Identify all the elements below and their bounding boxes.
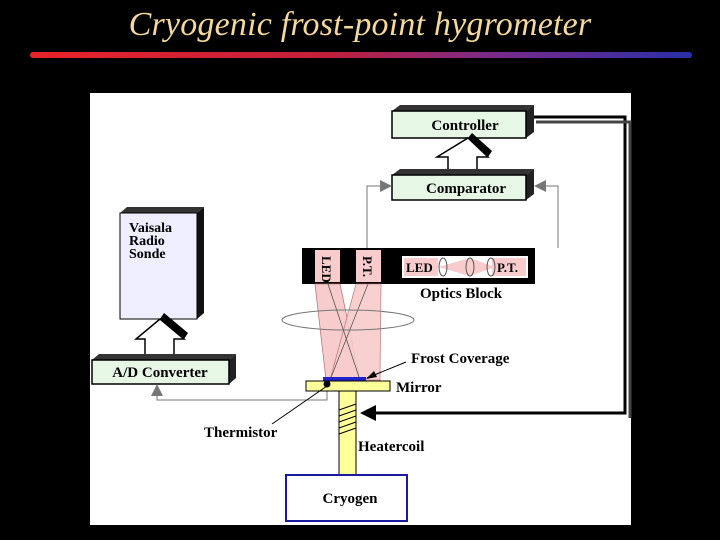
feedback-loop-line <box>372 115 627 415</box>
mirror-plate <box>305 380 391 392</box>
comparator-box <box>391 174 527 201</box>
ad-converter-box <box>91 359 230 385</box>
thermistor-signal-line <box>156 384 328 401</box>
pt-vertical-label: P.T. <box>360 256 375 277</box>
ad-converter-label: A/D Converter <box>112 365 208 381</box>
led-vertical-label: LED <box>319 256 334 283</box>
sonde-label-line1: Vaisala <box>129 221 172 236</box>
led-horizontal-label: LED <box>406 260 433 275</box>
horizontal-lens-right <box>486 257 496 277</box>
comparator-left-arrowhead <box>380 180 392 192</box>
title-rule <box>30 52 692 58</box>
optics-block-label: Optics Block <box>420 286 503 302</box>
ref-to-comparator-line <box>545 185 559 248</box>
controller-box <box>391 110 527 139</box>
pt-to-comparator-line <box>366 185 382 248</box>
pt-light-cone <box>329 283 382 381</box>
controller-label: Controller <box>431 118 499 134</box>
heatercoil-winding <box>338 403 357 435</box>
sonde-label-line2: Radio <box>129 234 165 249</box>
horizontal-lens-left <box>438 257 448 277</box>
mirror-label: Mirror <box>396 380 442 396</box>
sonde-label-line3: Sonde <box>129 247 166 262</box>
comparator-right-arrowhead <box>534 180 546 192</box>
frost-coverage-layer <box>323 377 366 381</box>
thermistor-dot <box>323 380 331 388</box>
frost-coverage-label: Frost Coverage <box>411 351 510 367</box>
feedback-arrowhead <box>360 405 376 421</box>
thermistor-label: Thermistor <box>204 425 278 441</box>
cryogen-label: Cryogen <box>323 491 379 507</box>
heatercoil-label: Heatercoil <box>358 439 424 455</box>
cryogen-box <box>285 474 408 522</box>
ad-converter-arrowhead <box>151 384 163 396</box>
comparator-label: Comparator <box>426 181 506 197</box>
pt-horizontal-label: P.T. <box>497 260 518 275</box>
led-vertical-cell <box>315 250 340 282</box>
vaisala-sonde-box <box>119 212 198 320</box>
optics-lens <box>281 309 415 331</box>
feedback-loop-shadow <box>536 120 632 418</box>
pt-vertical-cell <box>356 250 381 282</box>
horizontal-lens-mid <box>465 257 475 277</box>
slide-title: Cryogenic frost-point hygrometer <box>128 6 592 43</box>
